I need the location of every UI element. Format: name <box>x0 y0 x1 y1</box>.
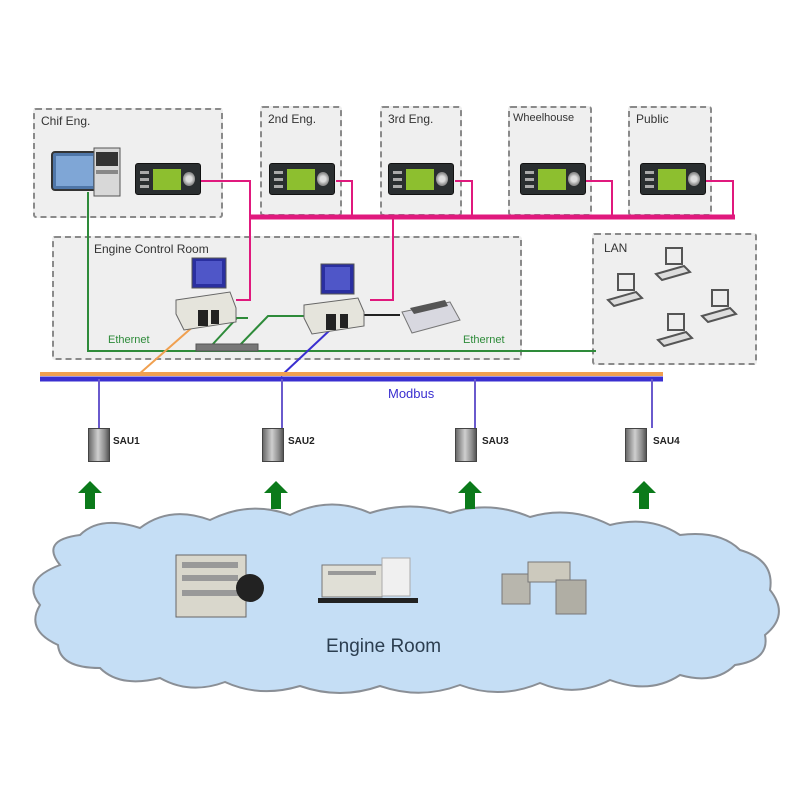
panel-button <box>274 178 283 181</box>
control-panel-public <box>640 163 706 195</box>
ethernet-switch <box>195 343 259 352</box>
control-panel-wheelhouse <box>520 163 586 195</box>
panel-button <box>140 171 149 174</box>
up-arrow-icon <box>264 481 288 509</box>
panel-button <box>393 178 402 181</box>
panel-knob <box>688 172 700 186</box>
control-panel-3rd <box>388 163 454 195</box>
panel-link-public <box>706 180 734 217</box>
up-arrow-icon <box>632 481 656 509</box>
zone-public: Public <box>628 106 712 216</box>
panel-button <box>274 185 283 188</box>
panel-button <box>393 185 402 188</box>
panel-button <box>525 178 534 181</box>
ecr2-modbus-link <box>280 329 331 377</box>
panel-button <box>525 185 534 188</box>
generator-icon <box>318 557 418 603</box>
zone-label: Engine Control Room <box>94 242 209 256</box>
ethernet-line <box>87 192 596 352</box>
up-arrow-icon <box>78 481 102 509</box>
zone-label: Wheelhouse <box>513 112 575 124</box>
panel-button <box>525 171 534 174</box>
zone-label: Public <box>636 112 669 126</box>
panel-screen <box>406 169 434 190</box>
zone-label: LAN <box>604 241 628 255</box>
gearbox-icon <box>501 561 587 615</box>
chief-workstation-icon <box>51 147 121 197</box>
panel-knob <box>317 172 329 186</box>
control-panel-2nd <box>269 163 335 195</box>
panel-button <box>140 178 149 181</box>
panel-screen <box>658 169 686 190</box>
panel-screen <box>538 169 566 190</box>
panel-button <box>274 171 283 174</box>
panel-link-2nd <box>336 180 353 217</box>
ethernet-label-left: Ethernet <box>108 334 150 346</box>
panel-screen <box>287 169 315 190</box>
sau-unit-icon <box>625 428 651 464</box>
panel-button <box>140 185 149 188</box>
panel-button <box>645 178 654 181</box>
ecr-workstation-1-icon <box>175 257 237 331</box>
panel-button <box>645 171 654 174</box>
zone-engine-control-room: Engine Control Room <box>52 236 522 360</box>
control-panel-chief <box>135 163 201 195</box>
engine-room-label: Engine Room <box>326 636 442 657</box>
ethernet-link-ecr1 <box>211 317 248 346</box>
ethernet-label-right: Ethernet <box>463 334 505 346</box>
main-engine-icon <box>175 554 264 618</box>
up-arrow-icon <box>458 481 482 509</box>
lan-pc-icon <box>606 247 738 348</box>
panel-screen <box>153 169 181 190</box>
sau-label: SAU4 <box>653 436 680 447</box>
panel-knob <box>568 172 580 186</box>
zone-label: 2nd Eng. <box>268 112 317 126</box>
sau-label: SAU2 <box>288 436 315 447</box>
printer-icon <box>401 300 461 334</box>
panel-link-wheelhouse <box>585 180 613 217</box>
sau-label: SAU3 <box>482 436 509 447</box>
zone-third-eng: 3rd Eng. <box>380 106 462 216</box>
panel-knob <box>436 172 448 186</box>
sau-unit-icon <box>88 428 114 464</box>
ethernet-link-ecr2 <box>239 315 305 346</box>
zone-label: Chif Eng. <box>41 114 91 128</box>
sau-unit-icon <box>262 428 288 464</box>
ecr-workstation-2-icon <box>303 263 365 335</box>
panel-link-3rd <box>455 180 473 217</box>
panel-button <box>393 171 402 174</box>
ecr1-serial-link <box>137 323 197 376</box>
sau-unit-icon <box>455 428 481 464</box>
panel-link-chief <box>200 180 251 301</box>
modbus-label: Modbus <box>388 386 435 401</box>
panel-button <box>645 185 654 188</box>
sau-label: SAU1 <box>113 436 140 447</box>
panel-knob <box>183 172 195 186</box>
zone-label: 3rd Eng. <box>388 112 434 126</box>
panel-link-ecr2 <box>370 217 394 301</box>
